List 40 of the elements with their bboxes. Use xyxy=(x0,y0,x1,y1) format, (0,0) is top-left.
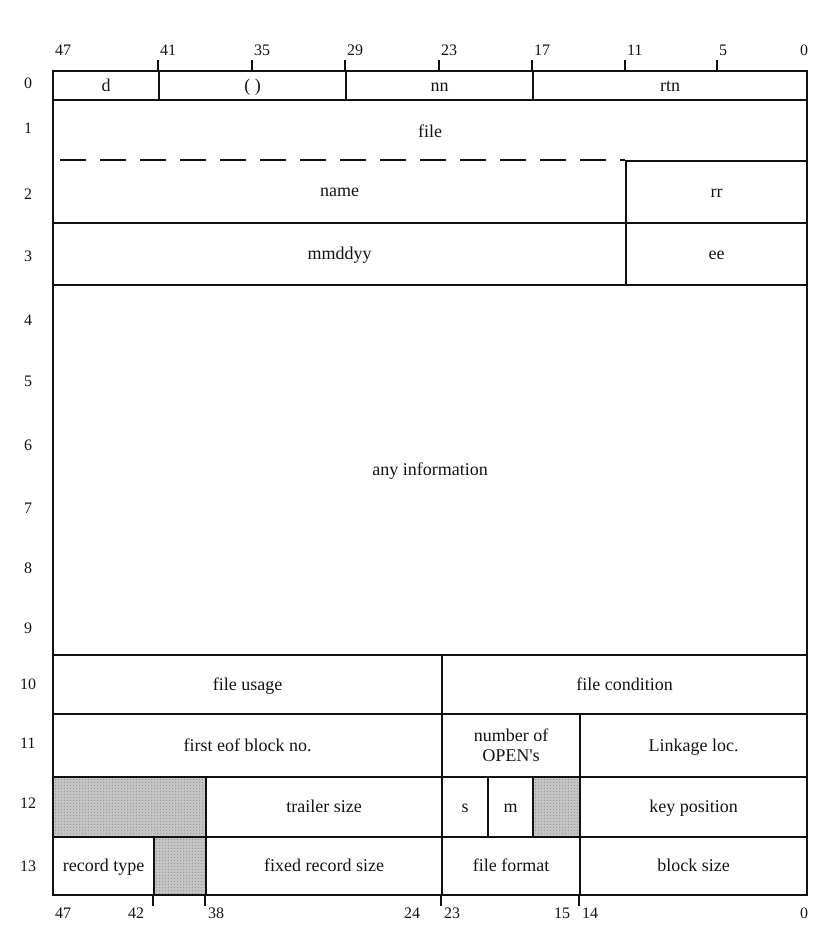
shaded-cell xyxy=(532,776,581,838)
bit-number: 0 xyxy=(800,42,808,60)
field-cell: d xyxy=(52,70,160,101)
bit-number: 23 xyxy=(444,905,460,923)
bit-number: 35 xyxy=(254,42,270,60)
bit-number: 38 xyxy=(208,905,224,923)
row-number: 7 xyxy=(24,500,32,518)
row-number: 2 xyxy=(24,186,32,204)
field-cell: file xyxy=(52,99,808,162)
row-number: 0 xyxy=(24,75,32,93)
bit-number: 41 xyxy=(160,42,176,60)
row-number: 13 xyxy=(20,858,36,876)
shaded-cell xyxy=(153,836,207,896)
row-number: 1 xyxy=(24,120,32,138)
shaded-cell xyxy=(52,776,207,838)
bit-number: 11 xyxy=(627,42,642,60)
row-number: 8 xyxy=(24,560,32,578)
bit-number: 42 xyxy=(128,905,144,923)
bit-number: 5 xyxy=(719,42,727,60)
row-number: 6 xyxy=(24,437,32,455)
row-number: 12 xyxy=(20,795,36,813)
row-number: 5 xyxy=(24,373,32,391)
bit-number: 17 xyxy=(534,42,550,60)
bit-number: 47 xyxy=(55,42,71,60)
bit-number: 29 xyxy=(347,42,363,60)
row-number: 9 xyxy=(24,620,32,638)
bit-number: 23 xyxy=(441,42,457,60)
row-number: 10 xyxy=(20,676,36,694)
bit-number: 14 xyxy=(582,905,598,923)
bit-number: 24 xyxy=(404,905,420,923)
field-cell: any information xyxy=(52,284,808,656)
bit-number: 47 xyxy=(55,905,71,923)
field-cell: rr xyxy=(625,160,808,224)
field-cell: rtn xyxy=(532,70,808,101)
bit-number: 15 xyxy=(554,905,570,923)
bit-number: 0 xyxy=(800,905,808,923)
field-cell: block size xyxy=(579,836,808,896)
row-number: 3 xyxy=(24,248,32,266)
row-number: 4 xyxy=(24,312,32,330)
row-number: 11 xyxy=(20,735,36,753)
